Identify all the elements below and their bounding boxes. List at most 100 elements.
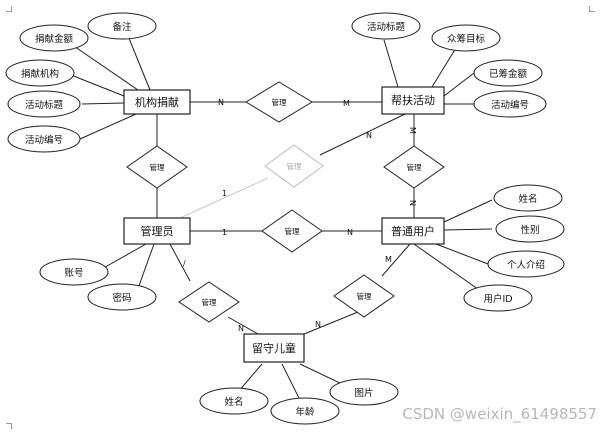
edge-user-intro bbox=[435, 243, 489, 265]
attr-raised-label: 已筹金额 bbox=[489, 68, 528, 80]
rel-donation-activity[interactable]: 管理 bbox=[245, 81, 313, 123]
attr-child-name[interactable]: 姓名 bbox=[199, 387, 269, 415]
entity-child-label: 留守儿童 bbox=[252, 341, 296, 355]
card-r4-user: N bbox=[408, 200, 417, 206]
entity-child[interactable]: 留守儿童 bbox=[243, 333, 305, 363]
attr-gender-label: 性别 bbox=[520, 224, 539, 236]
attr-gender[interactable]: 性别 bbox=[495, 215, 565, 243]
attr-donation-activity-no-label: 活动编号 bbox=[25, 134, 63, 146]
edge-child-r6 bbox=[303, 311, 359, 335]
attr-remark[interactable]: 备注 bbox=[87, 12, 157, 40]
edge-user-name bbox=[443, 199, 493, 223]
card-r5-child: N bbox=[238, 324, 244, 333]
attr-raised[interactable]: 已筹金额 bbox=[473, 59, 543, 87]
edge-admin-r5 bbox=[169, 243, 191, 282]
attr-account-label: 账号 bbox=[64, 268, 83, 279]
corner-mark-top-right bbox=[589, 6, 595, 12]
attr-donor-org-label: 捐献机构 bbox=[21, 68, 59, 80]
edge-child-name bbox=[237, 363, 263, 393]
edge-donation-org bbox=[65, 72, 125, 97]
entity-admin-label: 管理员 bbox=[141, 224, 174, 238]
attr-password-label: 密码 bbox=[112, 292, 131, 304]
edge-admin-r7 bbox=[179, 177, 269, 219]
attr-intro-label: 个人介绍 bbox=[507, 259, 545, 271]
edge-donation-no bbox=[79, 113, 137, 140]
card-admin-activity: N bbox=[366, 131, 372, 140]
attr-user-id[interactable]: 用户ID bbox=[463, 284, 533, 312]
edge-r7-activity bbox=[319, 113, 406, 156]
edge-donation-title bbox=[81, 102, 125, 105]
card-activity-r4: M bbox=[408, 127, 417, 134]
attr-donation-activity-title-label: 活动标题 bbox=[25, 99, 64, 111]
entity-activity[interactable]: 帮扶活动 bbox=[381, 86, 445, 115]
attr-activity-no-label: 活动编号 bbox=[491, 99, 529, 111]
edge-admin-account bbox=[99, 243, 147, 271]
edge-user-id bbox=[413, 243, 483, 293]
attr-photo[interactable]: 图片 bbox=[329, 378, 399, 406]
entity-activity-label: 帮扶活动 bbox=[391, 93, 435, 107]
card-user-r6: M bbox=[385, 255, 392, 264]
edge-activity-raised bbox=[443, 72, 475, 97]
rel-donation-activity-label: 管理 bbox=[272, 97, 287, 107]
edges bbox=[61, 25, 493, 401]
entity-user[interactable]: 普通用户 bbox=[381, 217, 445, 245]
attr-password[interactable]: 密码 bbox=[87, 283, 157, 311]
card-r1-activity: M bbox=[343, 99, 350, 108]
attr-donation-activity-no[interactable]: 活动编号 bbox=[7, 125, 81, 153]
attr-age[interactable]: 年龄 bbox=[270, 397, 340, 425]
entity-donation-label: 机构捐献 bbox=[135, 95, 179, 109]
attr-age-label: 年龄 bbox=[295, 406, 315, 418]
card-admin-r5: / bbox=[183, 259, 186, 268]
rel-admin-activity[interactable]: 管理 bbox=[264, 144, 324, 188]
card-r3-user: N bbox=[347, 228, 353, 237]
attr-donation-activity-title[interactable]: 活动标题 bbox=[7, 90, 81, 118]
edge-r6-user bbox=[381, 243, 411, 277]
attr-activity-title-label: 活动标题 bbox=[367, 21, 406, 33]
attr-user-name-label: 姓名 bbox=[518, 193, 537, 205]
corner-mark-top-left bbox=[6, 6, 12, 12]
rel-activity-user[interactable]: 管理 bbox=[383, 145, 445, 189]
edge-activity-title bbox=[383, 39, 399, 88]
attr-target-label: 众筹目标 bbox=[447, 33, 486, 45]
edge-child-photo bbox=[299, 363, 343, 385]
rel-child-user[interactable]: 管理 bbox=[333, 274, 395, 318]
rel-donation-admin[interactable]: 管理 bbox=[126, 145, 188, 189]
rel-child-user-label: 管理 bbox=[357, 291, 372, 301]
card-r6-child: N bbox=[315, 320, 321, 329]
edge-child-age bbox=[281, 363, 301, 401]
watermark: CSDN @weixin_61498557 bbox=[402, 405, 597, 423]
entity-user-label: 普通用户 bbox=[391, 224, 435, 238]
entity-donation[interactable]: 机构捐献 bbox=[123, 89, 191, 115]
card-donation-r1: N bbox=[218, 98, 224, 107]
attr-intro[interactable]: 个人介绍 bbox=[487, 250, 565, 278]
rel-donation-admin-label: 管理 bbox=[150, 162, 165, 172]
attr-donation-amount-label: 捐献金额 bbox=[35, 33, 74, 45]
entity-admin[interactable]: 管理员 bbox=[123, 217, 191, 245]
attr-remark-label: 备注 bbox=[112, 21, 132, 33]
rel-activity-user-label: 管理 bbox=[407, 162, 422, 172]
attr-donation-amount[interactable]: 捐献金额 bbox=[19, 24, 89, 52]
attr-target[interactable]: 众筹目标 bbox=[431, 24, 501, 52]
attr-user-id-label: 用户ID bbox=[483, 293, 512, 305]
rel-admin-child-label: 管理 bbox=[202, 297, 217, 307]
attr-photo-label: 图片 bbox=[354, 387, 373, 399]
attr-activity-no[interactable]: 活动编号 bbox=[473, 90, 547, 118]
cardinalities: N M N 1 M N 1 N / N N M bbox=[183, 98, 417, 333]
edge-activity-target bbox=[431, 47, 457, 88]
rel-admin-activity-label: 管理 bbox=[287, 161, 302, 171]
card-admin-r3: 1 bbox=[222, 228, 227, 237]
attr-donor-org[interactable]: 捐献机构 bbox=[5, 59, 75, 87]
rel-admin-user-label: 管理 bbox=[285, 226, 300, 236]
card-admin-r7: 1 bbox=[222, 189, 227, 198]
corner-mark-bottom-left bbox=[6, 423, 12, 429]
attr-user-name[interactable]: 姓名 bbox=[493, 184, 563, 212]
attr-child-name-label: 姓名 bbox=[224, 396, 243, 408]
attr-activity-title[interactable]: 活动标题 bbox=[351, 12, 421, 40]
attr-account[interactable]: 账号 bbox=[39, 258, 109, 286]
rel-admin-user[interactable]: 管理 bbox=[261, 209, 323, 253]
rel-admin-child[interactable]: 管理 bbox=[178, 281, 240, 323]
edge-user-gender bbox=[443, 228, 493, 231]
edge-r5-child bbox=[227, 316, 259, 335]
